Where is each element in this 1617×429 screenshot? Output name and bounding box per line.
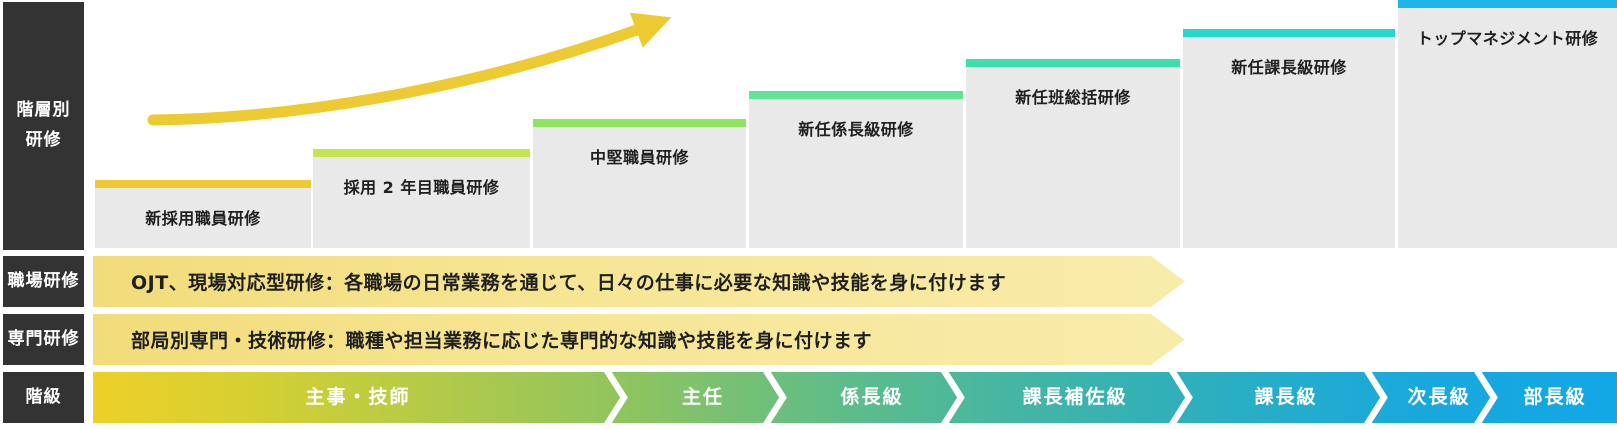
rank-label: 係長級 xyxy=(840,386,904,408)
sidebar-label-rank: 階級 xyxy=(3,372,84,423)
rank-label: 次長級 xyxy=(1407,386,1471,408)
rank-gradient-bar: 主事・技師 主任 係長級 課長補佐級 課長級 次長級 部長級 xyxy=(93,372,1617,423)
banner-text: OJT、現場対応型研修：各職場の日常業務を通じて、日々の仕事に必要な知識や技能を… xyxy=(131,272,1007,294)
chevron-separator-icon xyxy=(604,372,1498,423)
training-step-box: 新任課長級研修 xyxy=(1183,29,1395,248)
rank-label: 主事・技師 xyxy=(305,386,411,408)
training-step-box: トップマネジメント研修 xyxy=(1398,0,1617,248)
training-step-box: 採用 2 年目職員研修 xyxy=(313,149,530,248)
training-step-box: 中堅職員研修 xyxy=(533,119,746,248)
sidebar-label-workplace-training: 職場研修 xyxy=(3,256,84,307)
rank-label: 部長級 xyxy=(1523,386,1587,408)
specialized-training-banner: 部局別専門・技術研修：職種や担当業務に応じた専門的な知識や技能を身に付けます xyxy=(93,314,1185,365)
workplace-training-banner: OJT、現場対応型研修：各職場の日常業務を通じて、日々の仕事に必要な知識や技能を… xyxy=(93,256,1185,307)
training-step-box: 新採用職員研修 xyxy=(95,180,311,248)
training-step-label: 新任班総括研修 xyxy=(1015,88,1131,107)
rank-label: 課長補佐級 xyxy=(1022,386,1128,408)
sidebar-label-specialized-training: 専門研修 xyxy=(3,314,84,365)
training-step-label: 中堅職員研修 xyxy=(589,148,689,167)
training-step-label: 新採用職員研修 xyxy=(145,209,261,228)
training-step-label: トップマネジメント研修 xyxy=(1416,29,1599,48)
training-step-label: 新任係長級研修 xyxy=(798,120,914,139)
banner-text: 部局別専門・技術研修：職種や担当業務に応じた専門的な知識や技能を身に付けます xyxy=(131,330,873,352)
rank-label: 主任 xyxy=(681,386,725,408)
training-step-box: 新任班総括研修 xyxy=(966,59,1180,248)
rank-label: 課長級 xyxy=(1254,386,1318,408)
sidebar-label-hierarchy-training: 階層別 研修 xyxy=(3,2,84,250)
training-step-label: 採用 2 年目職員研修 xyxy=(343,178,500,197)
training-step-box: 新任係長級研修 xyxy=(749,91,963,248)
training-step-label: 新任課長級研修 xyxy=(1231,58,1347,77)
growth-arrow-icon xyxy=(147,12,672,126)
